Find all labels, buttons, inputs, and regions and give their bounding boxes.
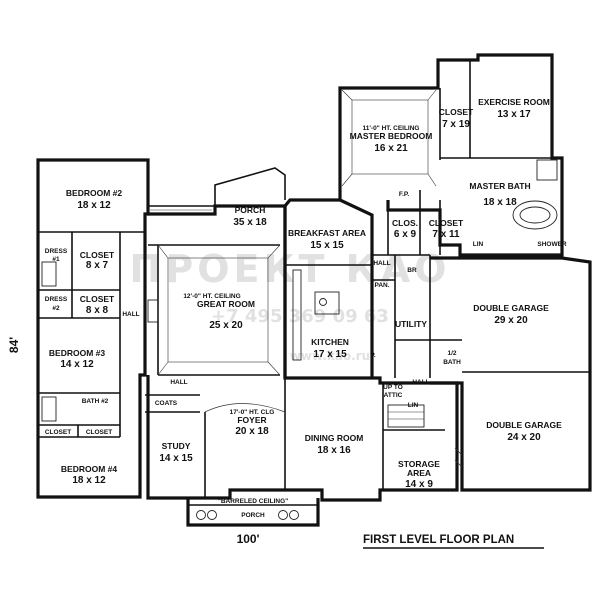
room-bath2-name: BATH #2 [82,398,109,405]
small-labels: LIN LIN BR F.P. P. [370,191,483,409]
room-great-room-name: GREAT ROOM [197,299,255,309]
ceiling-details [41,89,463,520]
dimension-labels: 100' 84' [7,337,260,546]
room-study-name: STUDY [162,441,191,451]
room-master-bath-name: MASTER BATH [469,181,530,191]
room-breakfast-dims: 15 x 15 [310,240,344,251]
room-great-room-dims: 25 x 20 [209,320,243,331]
room-closet2-name: CLOSET [80,294,115,304]
room-porch-top-name: PORCH [235,205,266,215]
room-dining-dims: 18 x 16 [317,445,351,456]
room-exercise-name: EXERCISE ROOM [478,97,550,107]
label-br: BR [407,267,417,274]
stairs [387,404,425,428]
room-shower-name: SHOWER [537,241,567,248]
room-closet-master-name: CLOSET [439,107,474,117]
room-pan-name: PAN. [374,282,389,289]
label-lin-1: LIN [473,241,484,248]
room-bedroom3-dims: 14 x 12 [60,359,94,370]
dimension-depth: 84' [7,337,21,353]
room-clos-small-name: CLOS. [392,218,418,228]
shower-stall [536,159,558,181]
breakfast-kitchen-wall [283,198,374,378]
plan-title: FIRST LEVEL FLOOR PLAN [363,534,514,546]
central-body-wall [146,204,459,502]
room-dress1-name: DRESS [45,248,68,255]
room-storage-sub: AREA [407,468,431,478]
room-storage-name: STORAGE [398,459,440,469]
room-dress2-name: DRESS [45,296,68,303]
label-lin-2: LIN [408,402,419,409]
room-breakfast-name: BREAKFAST AREA [288,228,366,238]
room-bedroom2-name: BEDROOM #2 [66,188,122,198]
porch-column [196,510,206,520]
room-master-name: MASTER BEDROOM [350,131,433,141]
room-study-dims: 14 x 15 [159,453,193,464]
room-kitchen-name: KITCHEN [311,337,349,347]
label-p: P. [370,352,375,359]
front-porch-wall [186,498,320,527]
room-master-note: 11'-0" HT. CEILING [362,125,419,132]
room-foyer-name: FOYER [237,415,266,425]
garage-wall [430,256,592,492]
porch-top-outline [148,167,286,207]
room-clos-small-dims: 6 x 9 [394,229,417,240]
room-garage2-dims: 24 x 20 [507,432,541,443]
room-porch-front-note: "BARRELED CEILING" [218,498,288,505]
room-closet-a-name: CLOSET [45,429,71,436]
room-bedroom4-name: BEDROOM #4 [61,464,117,474]
watermark-brand: ПРОЕКТ КАО [130,247,451,291]
room-bedroom4-dims: 18 x 12 [72,475,106,486]
watermark-phone: +7 495 369 09 63 [211,306,389,327]
room-kitchen-dims: 17 x 15 [313,349,347,360]
left-wing-wall [36,158,150,499]
room-great-room-note: 12'-0" HT. CEILING [183,293,240,300]
room-up-to-attic-name: UP TO [383,384,403,391]
walls [36,53,592,527]
room-porch-top-dims: 35 x 18 [233,217,267,228]
room-closet2-dims: 8 x 8 [86,305,109,316]
room-hall-left-name: HALL [122,311,139,318]
room-garage1-name: DOUBLE GARAGE [473,303,549,313]
master-tub [512,200,558,230]
room-half-bath-sub: BATH [443,359,461,366]
room-closet1-dims: 8 x 7 [86,260,109,271]
room-closet1-name: CLOSET [80,250,115,260]
room-closet-711-dims: 7 x 11 [432,229,460,240]
room-up-to-attic-sub: ATTIC [384,392,403,399]
fireplace [147,299,159,323]
room-garage2-name: DOUBLE GARAGE [486,420,562,430]
room-hall-center-name: HALL [170,379,187,386]
room-master-bath-dims: 18 x 18 [483,197,517,208]
kitchen-island [314,291,340,315]
room-utility-name: UTILITY [395,319,427,329]
room-hall-right-name: HALL [412,379,429,386]
room-dining-name: DINING ROOM [305,433,364,443]
room-foyer-dims: 20 x 18 [235,426,269,437]
room-porch-front-name: PORCH [241,512,265,519]
room-exercise-dims: 13 x 17 [497,109,531,120]
room-bedroom2-dims: 18 x 12 [77,200,111,211]
room-closet-b-name: CLOSET [86,429,112,436]
label-fp: F.P. [399,191,410,198]
room-half-bath-name: 1/2 [447,350,456,357]
room-bedroom3-name: BEDROOM #3 [49,348,105,358]
watermark-site: www.kao.ru [290,349,370,363]
room-dress1-sub: #1 [52,256,60,263]
room-labels: BEDROOM #2 18 x 12 DRESS #1 CLOSET 8 x 7… [45,97,567,519]
room-dress2-sub: #2 [52,305,60,312]
room-closet-711-name: CLOSET [429,218,464,228]
room-hall-mid-name: HALL [373,260,390,267]
room-coats-name: COATS [155,400,178,407]
room-foyer-note: 17'-0" HT. CLG [230,409,275,416]
room-garage1-dims: 29 x 20 [494,315,528,326]
room-closet-master-dims: 7 x 19 [442,119,470,130]
room-master-dims: 16 x 21 [374,143,408,154]
dimension-width: 100' [237,532,260,546]
room-storage-dims: 14 x 9 [405,479,433,490]
